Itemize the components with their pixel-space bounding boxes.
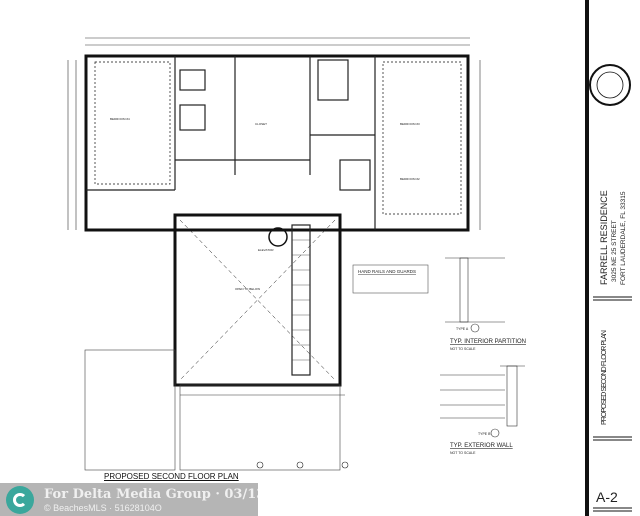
room-label: BEDROOM #3: [400, 122, 420, 126]
architect-seal: [589, 64, 631, 106]
watermark-line2: © BeachesMLS · 51628104O: [44, 503, 162, 513]
grid-markers: [256, 461, 349, 469]
balcony-left: [84, 349, 176, 471]
detail-title: TYP. INTERIOR PARTITION: [450, 339, 526, 345]
detail-title: TYP. EXTERIOR WALL: [450, 443, 513, 449]
detail-type: TYPE B: [478, 432, 491, 436]
plan-title: PROPOSED SECOND FLOOR PLAN: [104, 472, 239, 481]
interior-partition-detail: [445, 257, 505, 333]
note-title: HAND RAILS AND GUARDS: [358, 269, 416, 274]
watermark: For Delta Media Group · 03/13/2025 © Bea…: [0, 483, 306, 516]
project-name: FARRELL RESIDENCE: [599, 190, 609, 285]
detail-subtitle: NOT TO SCALE: [450, 347, 476, 351]
detail-type: TYPE A: [456, 327, 469, 331]
project-city: FORT LAUDERDALE, FL 33315: [620, 191, 627, 285]
balcony-bottom: [179, 384, 341, 471]
room-label: OPEN TO BELOW: [235, 287, 260, 291]
note-box: [352, 264, 429, 294]
room-label: ELEVATOR: [258, 248, 274, 252]
mls-logo-icon: [6, 486, 34, 514]
room-label: BEDROOM #4: [110, 117, 130, 121]
dimension-lines: [67, 37, 481, 396]
detail-subtitle: NOT TO SCALE: [450, 451, 476, 455]
elevator-icon: [268, 227, 288, 247]
project-address: 3025 NE 25 STREET: [611, 220, 618, 282]
exterior-walls: [84, 54, 470, 387]
title-block-text: FARRELL RESIDENCE 3025 NE 25 STREET FORT…: [596, 190, 627, 505]
title-block-border: [585, 0, 589, 516]
room-label: BEDROOM #2: [400, 177, 420, 181]
sheet-title: PROPOSED SECOND FLOOR PLAN: [601, 330, 608, 425]
room-label: CLOSET: [255, 122, 267, 126]
watermark-line1: For Delta Media Group · 03/13/2025: [44, 487, 307, 502]
sheet-number: A-2: [596, 489, 618, 505]
stair-treads: [292, 239, 310, 361]
exterior-wall-detail: [440, 365, 525, 438]
